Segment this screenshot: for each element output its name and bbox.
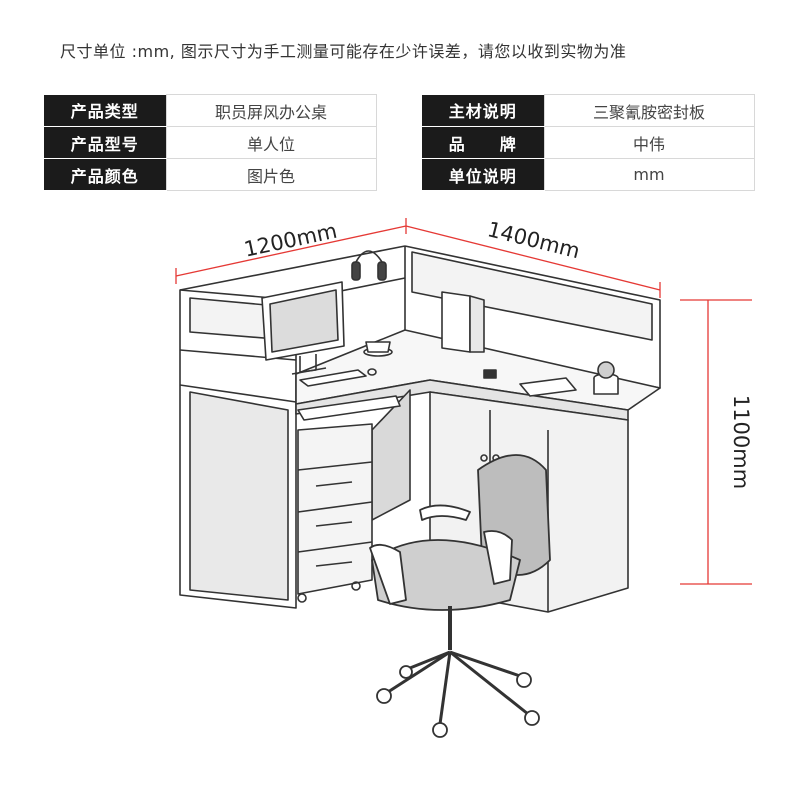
spec-row: 产品型号 单人位 [44,126,377,159]
spec-value: 三聚氰胺密封板 [543,94,755,127]
dimension-lines [175,218,752,585]
office-chair-illustration [369,454,551,738]
spec-key: 产品颜色 [44,158,166,191]
spec-key: 产品类型 [44,94,166,127]
spec-row: 产品类型 职员屏风办公桌 [44,94,377,127]
spec-value: 单人位 [165,126,377,159]
spec-key: 主材说明 [422,94,544,127]
dimension-width-right: 1400mm [485,217,582,263]
dimension-width-left: 1200mm [242,219,339,262]
spec-row: 单位说明 mm [422,158,755,191]
spec-table-left: 产品类型 职员屏风办公桌 产品型号 单人位 产品颜色 图片色 [44,94,377,191]
spec-value: 职员屏风办公桌 [165,94,377,127]
spec-row: 品 牌 中伟 [422,126,755,159]
spec-row: 产品颜色 图片色 [44,158,377,191]
desk-illustration [179,245,661,613]
spec-key: 产品型号 [44,126,166,159]
dimension-height: 1100mm [729,395,753,489]
spec-table-right: 主材说明 三聚氰胺密封板 品 牌 中伟 单位说明 mm [422,94,755,191]
spec-value: 图片色 [165,158,377,191]
spec-value: 中伟 [543,126,755,159]
spec-key: 品 牌 [422,126,544,159]
spec-key: 单位说明 [422,158,544,191]
spec-value: mm [543,158,755,191]
spec-row: 主材说明 三聚氰胺密封板 [422,94,755,127]
measurement-note: 尺寸单位 :mm, 图示尺寸为手工测量可能存在少许误差，请您以收到实物为准 [60,42,627,61]
